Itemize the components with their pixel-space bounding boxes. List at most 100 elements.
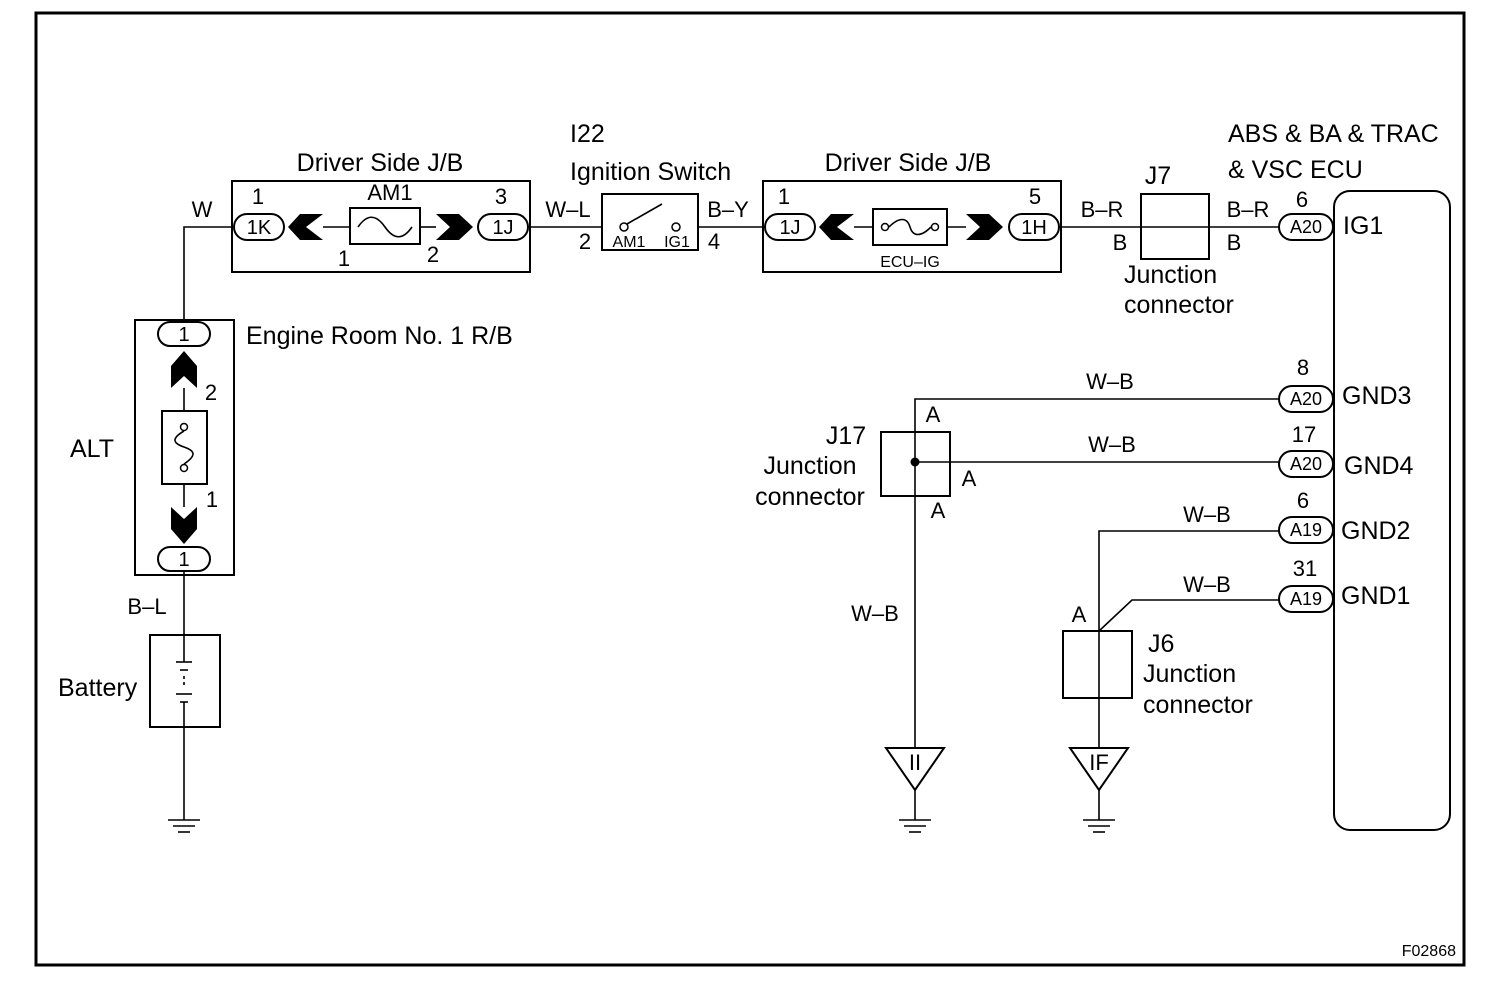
j6-title-1: Junction [1143,660,1236,688]
connector-label: 1 [178,324,189,346]
fuse-am1-pin-a: 1 [338,246,350,271]
alt-pin-bottom: 1 [206,487,218,512]
battery: Battery [58,634,221,728]
connector-1k-label: 1K [247,217,272,239]
j17-pin-right: A [962,466,977,491]
battery-label: Battery [58,674,138,702]
ecu-pin-ig1: 6 [1296,187,1308,212]
connector-label: 1 [178,549,189,571]
wire-label-br-2: B–R [1227,197,1270,222]
wire-label-w: W [192,197,213,222]
switch-contact-ig1: IG1 [664,234,690,251]
connector-label: A19 [1290,520,1322,540]
jb-right-title: Driver Side J/B [825,149,992,177]
wire-label-wl: W–L [545,197,590,222]
jb-left-title: Driver Side J/B [297,149,464,177]
ignition-pin-out: 4 [708,229,720,254]
ground-ii-label: II [909,750,921,775]
fuse-am1 [349,207,421,245]
j7-title-1: Junction [1124,261,1217,289]
wire-label-bl: B–L [127,594,166,619]
connector-label: A20 [1290,454,1322,474]
alt-pin-top: 2 [205,380,217,405]
connector-label: A20 [1290,389,1322,409]
wire-label-j17-down: W–B [851,601,899,626]
j6-code: J6 [1148,630,1174,658]
j7-code: J7 [1145,162,1171,190]
jb-left-pin-out: 3 [495,184,507,209]
connector-label: A20 [1290,217,1322,237]
ecu-box [1333,190,1451,831]
ecu-terminal-gnd2: GND2 [1341,517,1410,545]
connector-a20-gnd4 [1278,450,1334,478]
connector-a19-gnd2 [1278,516,1334,544]
jb-left-pin-in: 1 [252,184,264,209]
ignition-switch-code: I22 [570,120,605,148]
j17-title-1: Junction [763,452,856,480]
ground-point-ii: II [884,747,946,833]
fuse-ecu-ig-label: ECU–IG [880,254,940,271]
j17-pin-bottom: A [931,498,946,523]
j7-pin-in: B [1113,230,1128,255]
j17-pin-top: A [926,402,941,427]
ignition-switch: I22 Ignition Switch W–L B–Y AM1 IG1 2 4 [528,120,763,254]
j7-title-2: connector [1124,291,1234,319]
ignition-switch-title: Ignition Switch [570,158,731,186]
battery-box [149,634,221,728]
ecu-title-2: & VSC ECU [1228,156,1363,184]
ignition-pin-in: 2 [579,229,591,254]
junction-connector-j17: W–B A J17 Junction connector W–B A A W–B [755,369,1279,748]
junction-connector-j6: W–B W–B A J6 Junction connector [1062,502,1279,748]
fuse-icon [888,218,932,236]
wire-label-gnd3: W–B [1086,369,1134,394]
fuse-am1-pin-b: 2 [427,242,439,267]
fuse-ecu-ig [872,208,948,246]
jb-right-pin-in: 1 [778,184,790,209]
j6-box [1062,630,1133,699]
terminal-down-chevron [171,507,197,544]
j6-pin-top: A [1072,602,1087,627]
j6-title-2: connector [1143,691,1253,719]
connector-label: A19 [1290,589,1322,609]
connector-a19-gnd1 [1278,585,1334,613]
ecu-terminal-ig1: IG1 [1343,212,1383,240]
driver-side-jb-right: Driver Side J/B 1 5 1J 1H ECU–IG [762,149,1062,273]
jb-right-pin-out: 5 [1029,184,1041,209]
ignition-switch-box [601,193,699,251]
ecu-terminal-gnd1: GND1 [1341,582,1410,610]
connector-a20-ig1 [1278,213,1334,241]
wire-label-gnd1: W–B [1183,572,1231,597]
wire-label-by: B–Y [707,197,749,222]
fuse-am1-label: AM1 [367,180,412,205]
figure-code: F02868 [1402,943,1456,960]
diagram-frame [34,11,1466,967]
ecu-terminal-gnd4: GND4 [1344,452,1414,480]
ground-icon [168,819,200,833]
wire-label-br-1: B–R [1081,197,1124,222]
switch-lever-icon [626,203,663,225]
ground-if-label: IF [1089,750,1109,775]
ecu-pin-gnd3: 8 [1297,355,1309,380]
junction-connector-j7: B–R B J7 B–R B Junction connector [1059,162,1279,319]
terminal-up-chevron [171,351,197,388]
connector-1j-right-label: 1J [779,217,800,239]
fuse-alt-label: ALT [70,435,114,463]
wire-label-gnd4: W–B [1088,432,1136,457]
ground-point-if: IF [1068,747,1130,833]
j7-pin-out: B [1227,230,1242,255]
driver-side-jb-left: Driver Side J/B 1 3 1K 1J AM1 1 2 [231,149,531,273]
ecu-pin-gnd2: 6 [1297,488,1309,513]
connector-1j-left-label: 1J [492,217,513,239]
fuse-icon [357,216,413,238]
switch-contact-am1: AM1 [613,234,646,251]
abs-vsc-ecu: ABS & BA & TRAC & VSC ECU 6 A20 IG1 8 A2… [1228,120,1451,831]
j17-title-2: connector [755,483,865,511]
terminal-left-chevron [288,214,323,240]
fuse-icon [174,430,194,465]
engine-room-conn-top [157,321,211,347]
engine-room-rb-title: Engine Room No. 1 R/B [246,322,513,350]
connector-1h-label: 1H [1021,217,1047,239]
ecu-pin-gnd4: 17 [1292,422,1316,447]
ecu-terminal-gnd3: GND3 [1342,382,1411,410]
terminal-right-chevron [436,214,473,240]
